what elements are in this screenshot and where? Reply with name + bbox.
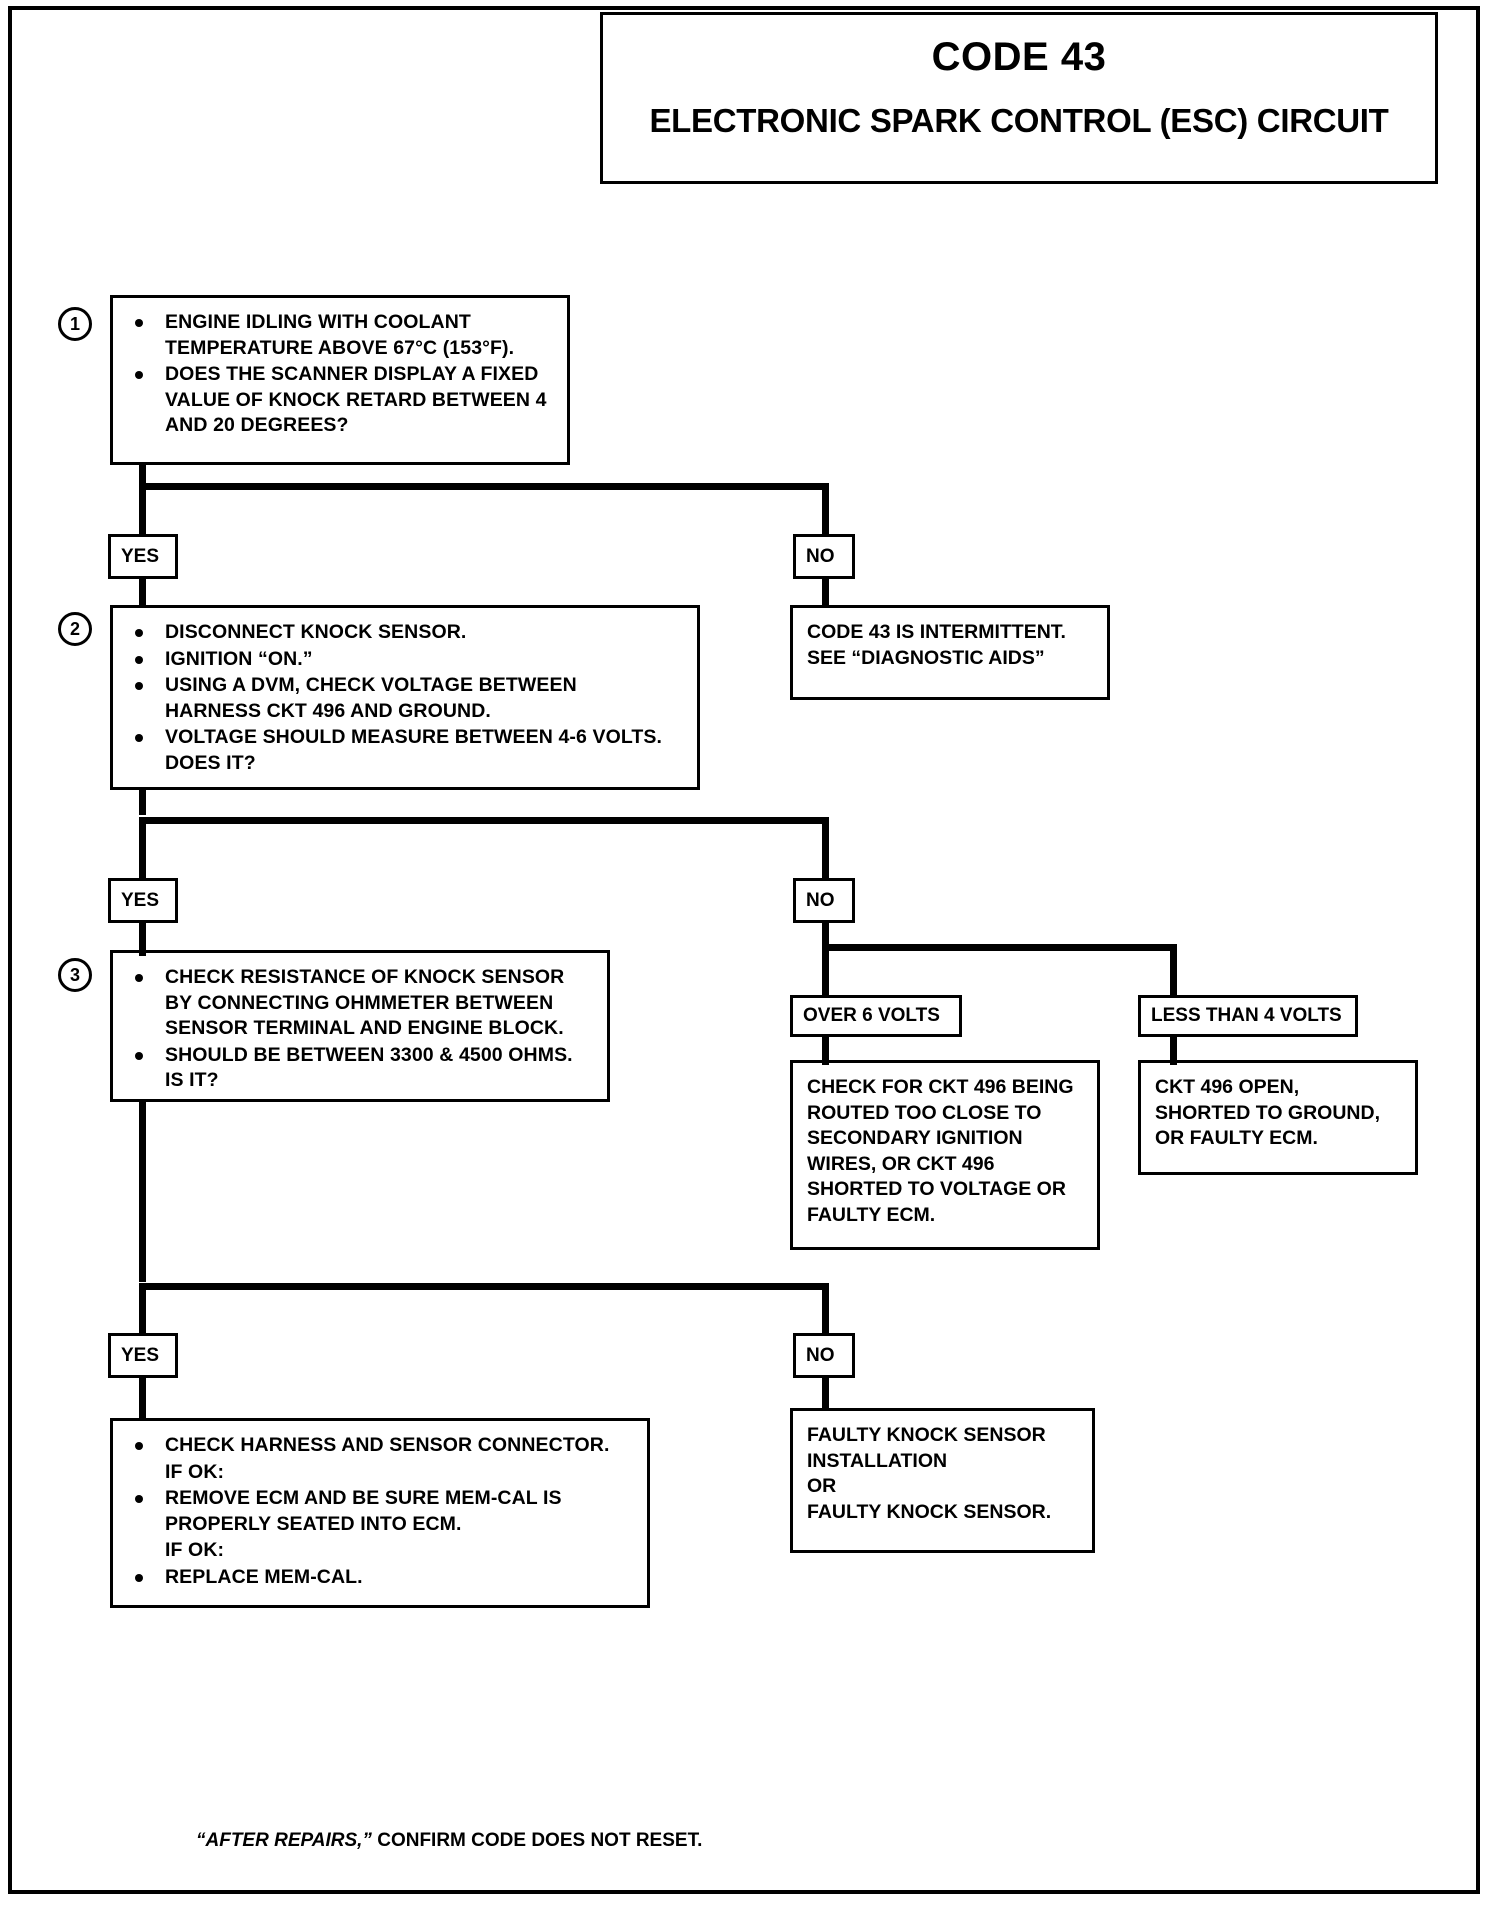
branch-tag-no-1[interactable]: NO (793, 534, 855, 579)
connector-step2-down (139, 790, 146, 815)
branch-tag-no-3[interactable]: NO (793, 1333, 855, 1378)
step-2-bullet-1: DISCONNECT KNOCK SENSOR. (127, 620, 683, 646)
step-1-bullet-2: DOES THE SCANNER DISPLAY A FIXED VALUE O… (127, 362, 553, 439)
step-3-bullet-1: CHECK RESISTANCE OF KNOCK SENSOR BY CONN… (127, 965, 593, 1042)
result-faulty-knock-sensor-text: FAULTY KNOCK SENSOR INSTALLATION OR FAUL… (807, 1424, 1052, 1523)
footer-note-italic: “AFTER REPAIRS,” (196, 1830, 372, 1851)
result-faulty-knock-sensor-box: FAULTY KNOCK SENSOR INSTALLATION OR FAUL… (790, 1408, 1095, 1553)
connector-yes3-to-final (139, 1376, 146, 1421)
step-number-1: 1 (58, 307, 92, 341)
page-title-circuit: ELECTRONIC SPARK CONTROL (ESC) CIRCUIT (649, 102, 1389, 139)
connector-step3-yes-down (139, 1283, 146, 1343)
result-over-6-volts-box: CHECK FOR CKT 496 BEING ROUTED TOO CLOSE… (790, 1060, 1100, 1250)
connector-no1-to-intermittent (822, 577, 829, 607)
final-bullet-4: IF OK: (165, 1539, 225, 1561)
step-3-bullet-2: SHOULD BE BETWEEN 3300 & 4500 OHMS. IS I… (127, 1043, 593, 1094)
step-2-bullet-3: USING A DVM, CHECK VOLTAGE BETWEEN HARNE… (127, 673, 683, 724)
branch-tag-yes-3[interactable]: YES (108, 1333, 178, 1378)
connector-step1-yes-down (139, 483, 146, 541)
connector-step3-horizontal (139, 1283, 829, 1290)
branch-tag-yes-2[interactable]: YES (108, 878, 178, 923)
branch-tag-no-2[interactable]: NO (793, 878, 855, 923)
connector-over6-to-detail (822, 1035, 829, 1065)
connector-step1-no-down (822, 483, 829, 541)
connector-over6-down (822, 944, 829, 999)
footer-note: “AFTER REPAIRS,” CONFIRM CODE DOES NOT R… (196, 1830, 702, 1852)
branch-tag-over-6-volts[interactable]: OVER 6 VOLTS (790, 995, 962, 1037)
page-border (8, 6, 1480, 1894)
connector-step2-horizontal (139, 817, 829, 824)
connector-step1-down (139, 465, 146, 490)
result-final-actions-box: CHECK HARNESS AND SENSOR CONNECTOR. IF O… (110, 1418, 650, 1608)
branch-tag-yes-1[interactable]: YES (108, 534, 178, 579)
step-2-box: DISCONNECT KNOCK SENSOR. IGNITION “ON.” … (110, 605, 700, 790)
step-1-bullet-1: ENGINE IDLING WITH COOLANT TEMPERATURE A… (127, 310, 553, 361)
step-2-bullet-4: VOLTAGE SHOULD MEASURE BETWEEN 4-6 VOLTS… (127, 725, 683, 776)
connector-step2-yes-down (139, 817, 146, 887)
branch-tag-less-than-4-volts[interactable]: LESS THAN 4 VOLTS (1138, 995, 1358, 1037)
step-3-box: CHECK RESISTANCE OF KNOCK SENSOR BY CONN… (110, 950, 610, 1102)
connector-less4-down (1170, 944, 1177, 999)
final-bullet-5: REPLACE MEM-CAL. (127, 1565, 633, 1591)
step-number-2: 2 (58, 612, 92, 646)
result-less-than-4-volts-text: CKT 496 OPEN, SHORTED TO GROUND, OR FAUL… (1155, 1076, 1380, 1149)
connector-step2-no-down (822, 817, 829, 887)
footer-note-rest: CONFIRM CODE DOES NOT RESET. (371, 1830, 703, 1851)
step-2-bullet-2: IGNITION “ON.” (127, 647, 683, 673)
step-number-3: 3 (58, 958, 92, 992)
result-intermittent-box: CODE 43 IS INTERMITTENT. SEE “DIAGNOSTIC… (790, 605, 1110, 700)
final-bullet-2: IF OK: (165, 1460, 225, 1483)
result-less-than-4-volts-box: CKT 496 OPEN, SHORTED TO GROUND, OR FAUL… (1138, 1060, 1418, 1175)
title-block: CODE 43 ELECTRONIC SPARK CONTROL (ESC) C… (600, 12, 1438, 184)
result-over-6-volts-text: CHECK FOR CKT 496 BEING ROUTED TOO CLOSE… (807, 1076, 1074, 1226)
connector-step3-no-down (822, 1283, 829, 1343)
connector-yes2-to-step3 (139, 921, 146, 956)
connector-no2-down (822, 921, 829, 951)
connector-less4-to-detail (1170, 1035, 1177, 1065)
connector-step1-horizontal (139, 483, 829, 490)
connector-no2-horizontal (822, 944, 1177, 951)
final-bullet-1: CHECK HARNESS AND SENSOR CONNECTOR. (127, 1433, 633, 1459)
page-title-code: CODE 43 (931, 35, 1107, 79)
connector-no3-to-faulty (822, 1376, 829, 1411)
connector-yes1-to-step2 (139, 577, 146, 607)
connector-step3-down (139, 1102, 146, 1282)
step-1-box: ENGINE IDLING WITH COOLANT TEMPERATURE A… (110, 295, 570, 465)
result-intermittent-text: CODE 43 IS INTERMITTENT. SEE “DIAGNOSTIC… (807, 621, 1066, 669)
final-bullet-3: REMOVE ECM AND BE SURE MEM-CAL IS PROPER… (127, 1486, 633, 1537)
